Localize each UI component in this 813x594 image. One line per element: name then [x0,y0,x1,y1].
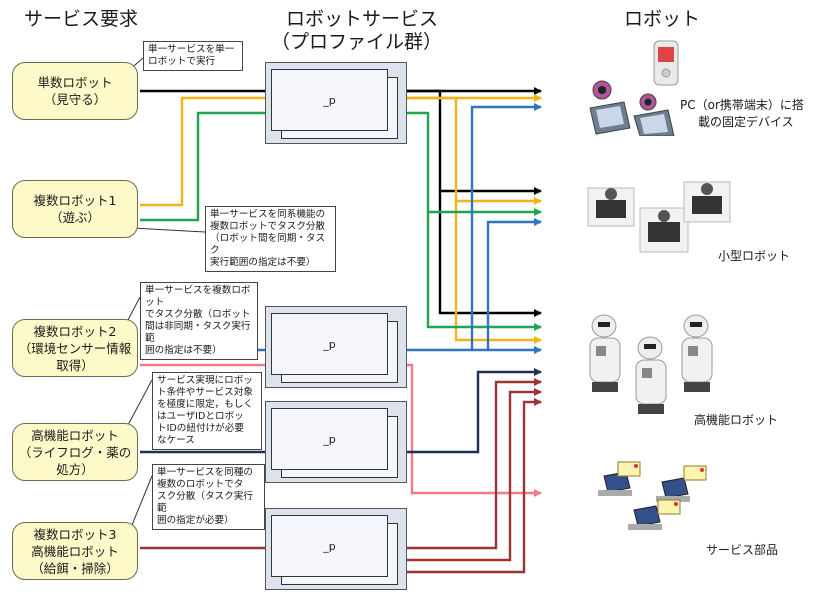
profile-card: _p [271,515,388,577]
note-line: 実行範囲の指定は不要） [210,257,331,269]
small-robot-icon [588,188,634,226]
service-parts-label: サービス部品 [706,542,778,559]
laptop-message-icon [628,500,680,530]
laptop-message-icon [656,466,706,502]
request-line: 単数ロボット [37,74,112,91]
requests-header: サービス要求 [24,8,138,30]
arrow-blue-small [488,222,541,350]
request-line: 高機能ロボット [31,543,119,560]
note-line: 間は非同期・タスク実行範 [145,321,253,345]
arrow-pink-parts [407,365,541,493]
note-line: サービス実現にロボッ [157,375,257,387]
humanoid-robot-icon [590,315,620,392]
request-line: （環境センサー情報 [19,340,132,357]
profile-card: _p [271,69,388,131]
request-line: （給餌・掃除） [31,560,119,577]
note-line: でタスク分散（ロボット [145,309,253,321]
high-function-robot-label: 高機能ロボット [694,412,778,429]
note-line: はユーザIDとロボッ [157,411,257,423]
request-line: 高機能ロボット [31,427,119,444]
note-multi-2: 単一サービスを複数ロボット でタスク分散（ロボット 間は非同期・タスク実行範 囲… [140,282,258,360]
note-line: を極度に限定，もしく [157,399,257,411]
arrow-red-1 [407,382,541,548]
note-multi-3: 単一サービスを同種の 複数のロボットでタ スク分散（タスク実行範 囲の指定が必要… [152,464,265,530]
request-multi-robot-3: 複数ロボット3 高機能ロボット （給餌・掃除） [12,522,138,580]
profile-group-header: （プロファイル群） [271,31,442,53]
request-line: （ライフログ・薬の [19,444,132,461]
request-line: 取得） [56,357,94,374]
note-single: 単一サービスを単一 ロボットで実行 [143,41,243,71]
profile-card: _p [271,313,388,375]
pc-device-label-2: 載の固定デバイス [698,114,794,131]
note-line: 複数ロボットでタスク分散 [210,221,331,233]
robot-service-header: ロボットサービス [286,8,438,30]
small-robot-illustration [584,178,734,256]
pc-device-label-1: PC（or携帯端末）に搭 [680,97,804,114]
request-line: 処方） [56,461,94,478]
note-line: 単一サービスを同系機能の [210,209,331,221]
profile-label: _p [323,338,335,351]
request-line: （遊ぶ） [50,209,100,226]
humanoid-robot-icon [636,337,666,414]
profile-label: _p [323,94,335,107]
request-line: （見守る） [44,91,107,108]
arrow-red-2 [407,392,541,560]
note-line: 囲の指定は不要） [145,345,253,357]
laptop-icon [634,94,674,136]
request-multi-robot-1: 複数ロボット1 （遊ぶ） [12,180,138,238]
service-profile-group-2: _p [265,306,407,388]
arrow-navy-high [407,372,541,452]
request-high-function-robot: 高機能ロボット （ライフログ・薬の 処方） [12,423,138,481]
arrow-green-high [428,212,541,327]
note-line: 複数のロボットでタ [157,479,260,491]
service-to-robot-arrows [407,91,541,572]
note-line: なケース [157,435,257,447]
note-line: 単一サービスを単一 [148,44,238,56]
profile-label: _p [323,433,335,446]
note-line: スク分散（タスク実行範 [157,491,260,515]
note-line: 単一サービスを同種の [157,467,260,479]
high-function-robot-illustration [582,312,722,416]
service-parts-illustration [596,458,716,532]
service-profile-group-1: _p [265,62,407,144]
small-robot-icon [640,208,688,252]
request-single-robot: 単数ロボット （見守る） [12,62,138,120]
request-line: 複数ロボット3 [34,526,117,543]
profile-card: _p [271,408,388,470]
request-multi-robot-2: 複数ロボット2 （環境センサー情報 取得） [12,319,138,377]
service-profile-group-3: _p [265,401,407,483]
humanoid-robot-icon [682,315,712,392]
profile-label: _p [323,540,335,553]
note-line: トIDの紐付けが必要 [157,423,257,435]
mobile-phone-icon [654,41,678,85]
arrow-red-3 [407,402,541,572]
note-line: ト条件やサービス対象 [157,387,257,399]
note-line: （ロボット間を同期・タスク [210,233,331,257]
note-multi-1: 単一サービスを同系機能の 複数ロボットでタスク分散 （ロボット間を同期・タスク … [205,206,336,272]
laptop-message-icon [598,462,640,496]
small-robot-icon [684,182,730,222]
arrow-green-small [407,113,541,212]
service-profile-group-4: _p [265,508,407,590]
laptop-icon [590,81,630,134]
robots-header: ロボット [624,8,700,30]
note-line: 単一サービスを複数ロボット [145,285,253,309]
small-robot-label: 小型ロボット [718,248,790,265]
request-line: 複数ロボット2 [34,323,117,340]
request-line: 複数ロボット1 [34,192,117,209]
note-line: 囲の指定が必要） [157,515,260,527]
note-line: ロボットで実行 [148,56,238,68]
pc-device-illustration [582,36,712,136]
note-high-function: サービス実現にロボッ ト条件やサービス対象 を極度に限定，もしく はユーザIDと… [152,372,262,450]
